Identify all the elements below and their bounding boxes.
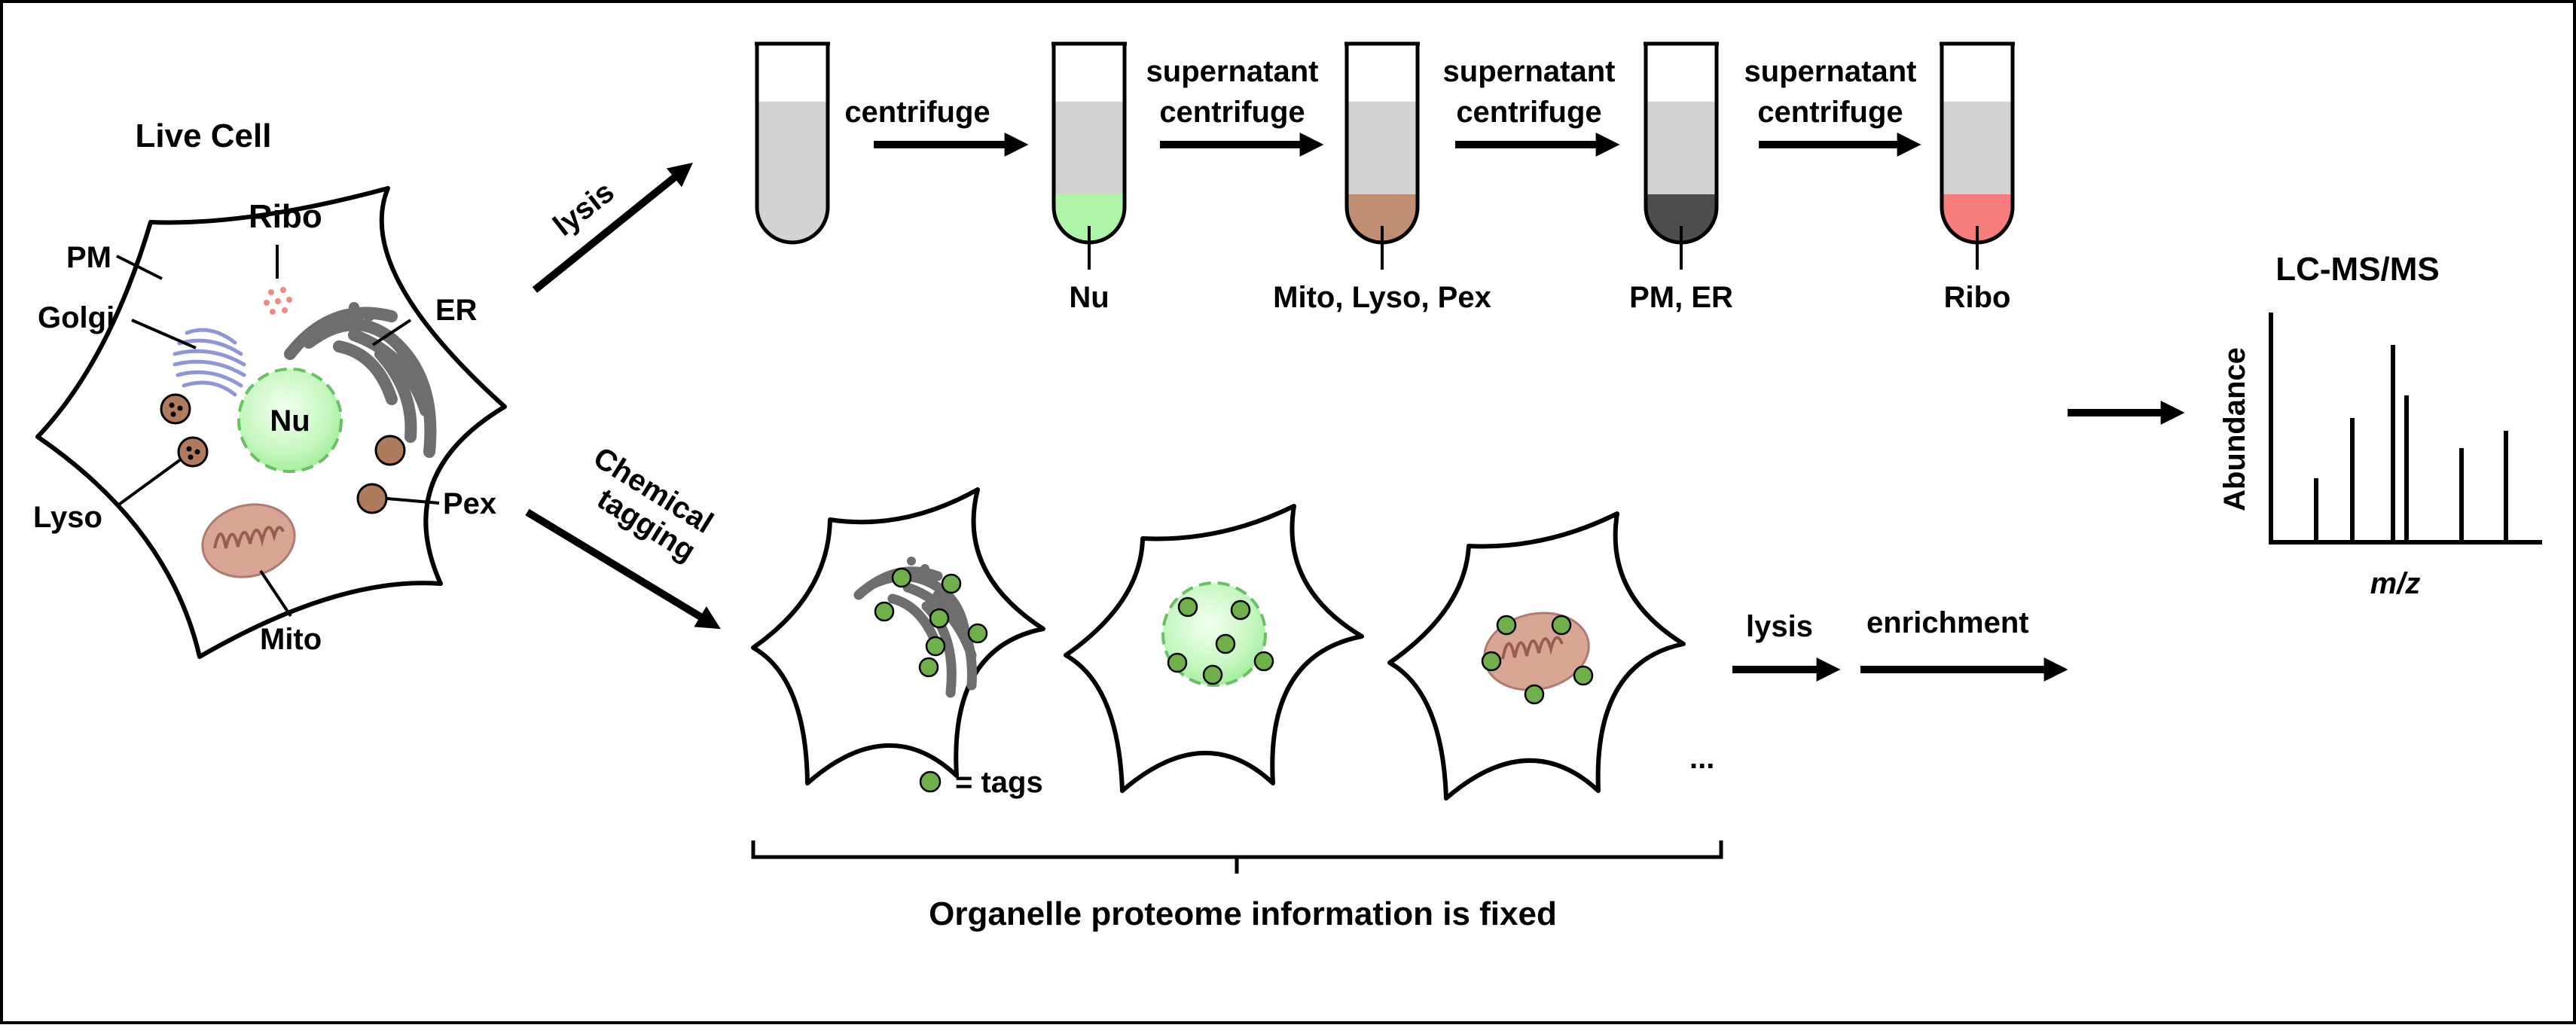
pellet-label: Ribo (1944, 281, 2011, 314)
tagged-cell-mito (1387, 511, 1686, 801)
ellipsis: ... (1689, 742, 1714, 775)
centrifuge-step: centrifuge (844, 96, 1029, 157)
peroxisome (374, 435, 406, 466)
spectrum-peaks (2314, 345, 2508, 542)
nucleus (237, 368, 343, 473)
centrifuge-tubes: Nu Mito, Lyso, Pex PM, ER Ribo (755, 41, 2015, 314)
spectrum-axes (2269, 313, 2542, 545)
bottom-path: Chemical tagging (525, 441, 2068, 932)
step-label-line1: supernatant (1146, 55, 1319, 88)
peroxisome (356, 483, 388, 514)
lysosome (177, 436, 209, 468)
step-label-line2: centrifuge (1159, 96, 1305, 129)
step-label-line2: centrifuge (1757, 96, 1903, 129)
pex-leader (386, 497, 440, 505)
pm-leader (116, 255, 163, 280)
ribo-label: Ribo (249, 198, 322, 235)
centrifuge-tube: Nu (1051, 41, 1127, 314)
tube-outline (755, 44, 830, 245)
step-label-line1: supernatant (1443, 55, 1616, 88)
tagging-arrow (525, 508, 721, 630)
endoplasmic-reticulum (284, 302, 437, 458)
lc-ms-panel: LC-MS/MS Abundance m/z (2068, 251, 2542, 600)
live-cell-title: Live Cell (136, 117, 272, 154)
mitochondrion (201, 503, 296, 578)
nucleus-label: Nu (270, 404, 310, 438)
lyso-label: Lyso (33, 501, 102, 534)
centrifuge-step: supernatant centrifuge (1744, 55, 1921, 157)
pellet-label: Nu (1069, 281, 1109, 314)
pellet (1646, 194, 1717, 243)
golgi-leader (131, 319, 197, 349)
live-cell: Live Cell Nu (33, 117, 507, 659)
pm-label: PM (66, 241, 111, 274)
spectrum-xlabel: m/z (2370, 567, 2421, 600)
tags (874, 567, 988, 678)
ribosomes (264, 287, 292, 315)
tags-legend: = tags (955, 766, 1043, 799)
spectrum-ylabel: Abundance (2218, 347, 2251, 511)
er-leader (371, 319, 412, 346)
ms-title: LC-MS/MS (2275, 251, 2440, 288)
centrifuge-step: supernatant centrifuge (1443, 55, 1620, 157)
brace (751, 840, 1723, 874)
pellet (1054, 194, 1125, 243)
pellet (1942, 194, 2013, 243)
pex-label: Pex (443, 487, 496, 520)
step-label-line2: centrifuge (844, 96, 990, 129)
golgi-label: Golgi (38, 301, 114, 334)
centrifuge-tube: PM, ER (1629, 41, 1733, 314)
pellet-label: PM, ER (1629, 281, 1733, 314)
tag-legend-icon (919, 770, 942, 793)
mito-label: Mito (260, 623, 322, 656)
pellet-label: Mito, Lyso, Pex (1273, 281, 1491, 314)
pellet (1347, 194, 1418, 243)
tags (1167, 596, 1274, 685)
lysosome (160, 393, 191, 425)
centrifuge-steps: centrifugesupernatantcentrifugesupernata… (844, 55, 1921, 157)
lysis-label-bottom: lysis (1746, 610, 1813, 643)
tags (1481, 615, 1594, 705)
centrifuge-step: supernatant centrifuge (1146, 55, 1324, 157)
enrichment-label: enrichment (1866, 606, 2029, 639)
mito-leader (259, 569, 292, 618)
tagged-cell-nucleus (1064, 504, 1364, 793)
brace-caption: Organelle proteome information is fixed (929, 895, 1557, 932)
tagged-cell-er (751, 487, 1045, 785)
centrifuge-tube: Mito, Lyso, Pex (1273, 41, 1491, 314)
step-label-line2: centrifuge (1456, 96, 1601, 129)
er-label: ER (435, 294, 478, 327)
step-label-line1: supernatant (1744, 55, 1917, 88)
centrifuge-tube (755, 41, 830, 245)
lyso-leader (115, 458, 182, 508)
centrifuge-tube: Ribo (1940, 41, 2015, 314)
lysis-arrow (532, 162, 693, 293)
supernatant (757, 102, 828, 243)
